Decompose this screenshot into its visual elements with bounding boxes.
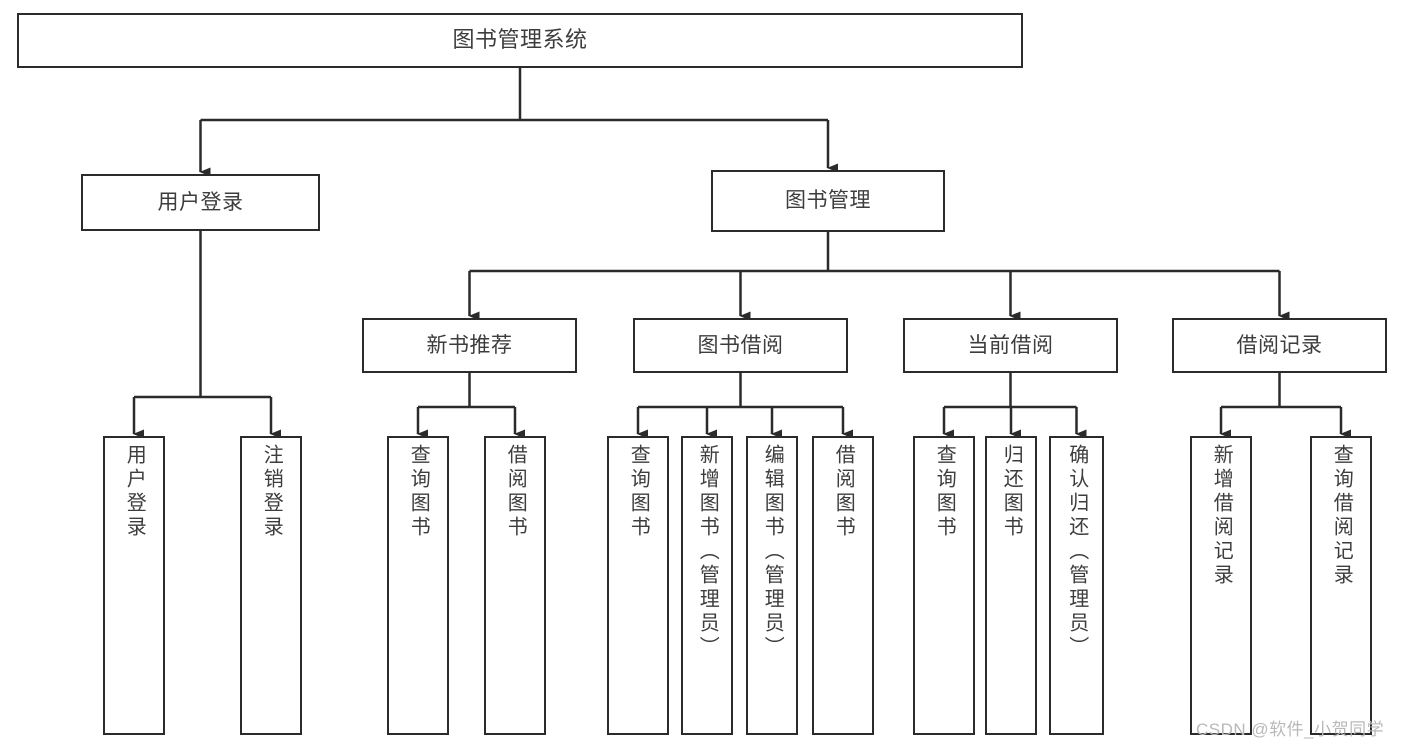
node-leaf-login-2[interactable]: 注销登录	[240, 436, 302, 735]
node-label: 用户登录	[123, 444, 146, 540]
node-label: 图书管理系统	[452, 27, 588, 53]
node-label: 新增借阅记录	[1210, 444, 1233, 588]
node-current[interactable]: 当前借阅	[903, 318, 1118, 373]
node-leaf-bor-4[interactable]: 借阅图书	[812, 436, 874, 735]
node-leaf-new-1[interactable]: 查询图书	[387, 436, 449, 735]
node-label: 用户登录	[157, 190, 244, 214]
node-leaf-bor-2[interactable]: 新增图书（管理员）	[681, 436, 733, 735]
node-leaf-bor-3[interactable]: 编辑图书（管理员）	[746, 436, 798, 735]
node-root[interactable]: 图书管理系统	[17, 13, 1023, 68]
node-leaf-rec-2[interactable]: 查询借阅记录	[1310, 436, 1372, 735]
node-label: 查询图书	[407, 444, 430, 540]
node-label: 注销登录	[260, 444, 283, 540]
node-label: 借阅图书	[832, 444, 855, 540]
node-borrow[interactable]: 图书借阅	[633, 318, 848, 373]
node-label: 确认归还（管理员）	[1065, 444, 1088, 660]
node-newbook[interactable]: 新书推荐	[362, 318, 577, 373]
node-label: 借阅图书	[504, 444, 527, 540]
watermark: CSDN @软件_小贺同学	[1196, 720, 1385, 739]
node-leaf-bor-1[interactable]: 查询图书	[607, 436, 669, 735]
edge-group	[132, 68, 1351, 439]
node-label: 归还图书	[1000, 444, 1023, 540]
node-leaf-cur-2[interactable]: 归还图书	[985, 436, 1037, 735]
node-records[interactable]: 借阅记录	[1172, 318, 1387, 373]
node-leaf-cur-1[interactable]: 查询图书	[913, 436, 975, 735]
node-label: 查询图书	[627, 444, 650, 540]
node-label: 当前借阅	[967, 333, 1054, 357]
node-label: 借阅记录	[1236, 333, 1323, 357]
node-label: 图书借阅	[697, 333, 784, 357]
node-login[interactable]: 用户登录	[81, 174, 320, 231]
node-leaf-login-1[interactable]: 用户登录	[103, 436, 165, 735]
node-label: 图书管理	[785, 189, 871, 213]
node-label: 新增图书（管理员）	[696, 444, 719, 660]
node-label: 查询借阅记录	[1330, 444, 1353, 588]
node-leaf-new-2[interactable]: 借阅图书	[484, 436, 546, 735]
node-label: 编辑图书（管理员）	[761, 444, 784, 660]
node-label: 查询图书	[933, 444, 956, 540]
node-leaf-cur-3[interactable]: 确认归还（管理员）	[1049, 436, 1104, 735]
node-label: 新书推荐	[426, 333, 513, 357]
node-bookmgmt[interactable]: 图书管理	[711, 170, 945, 232]
node-leaf-rec-1[interactable]: 新增借阅记录	[1190, 436, 1252, 735]
